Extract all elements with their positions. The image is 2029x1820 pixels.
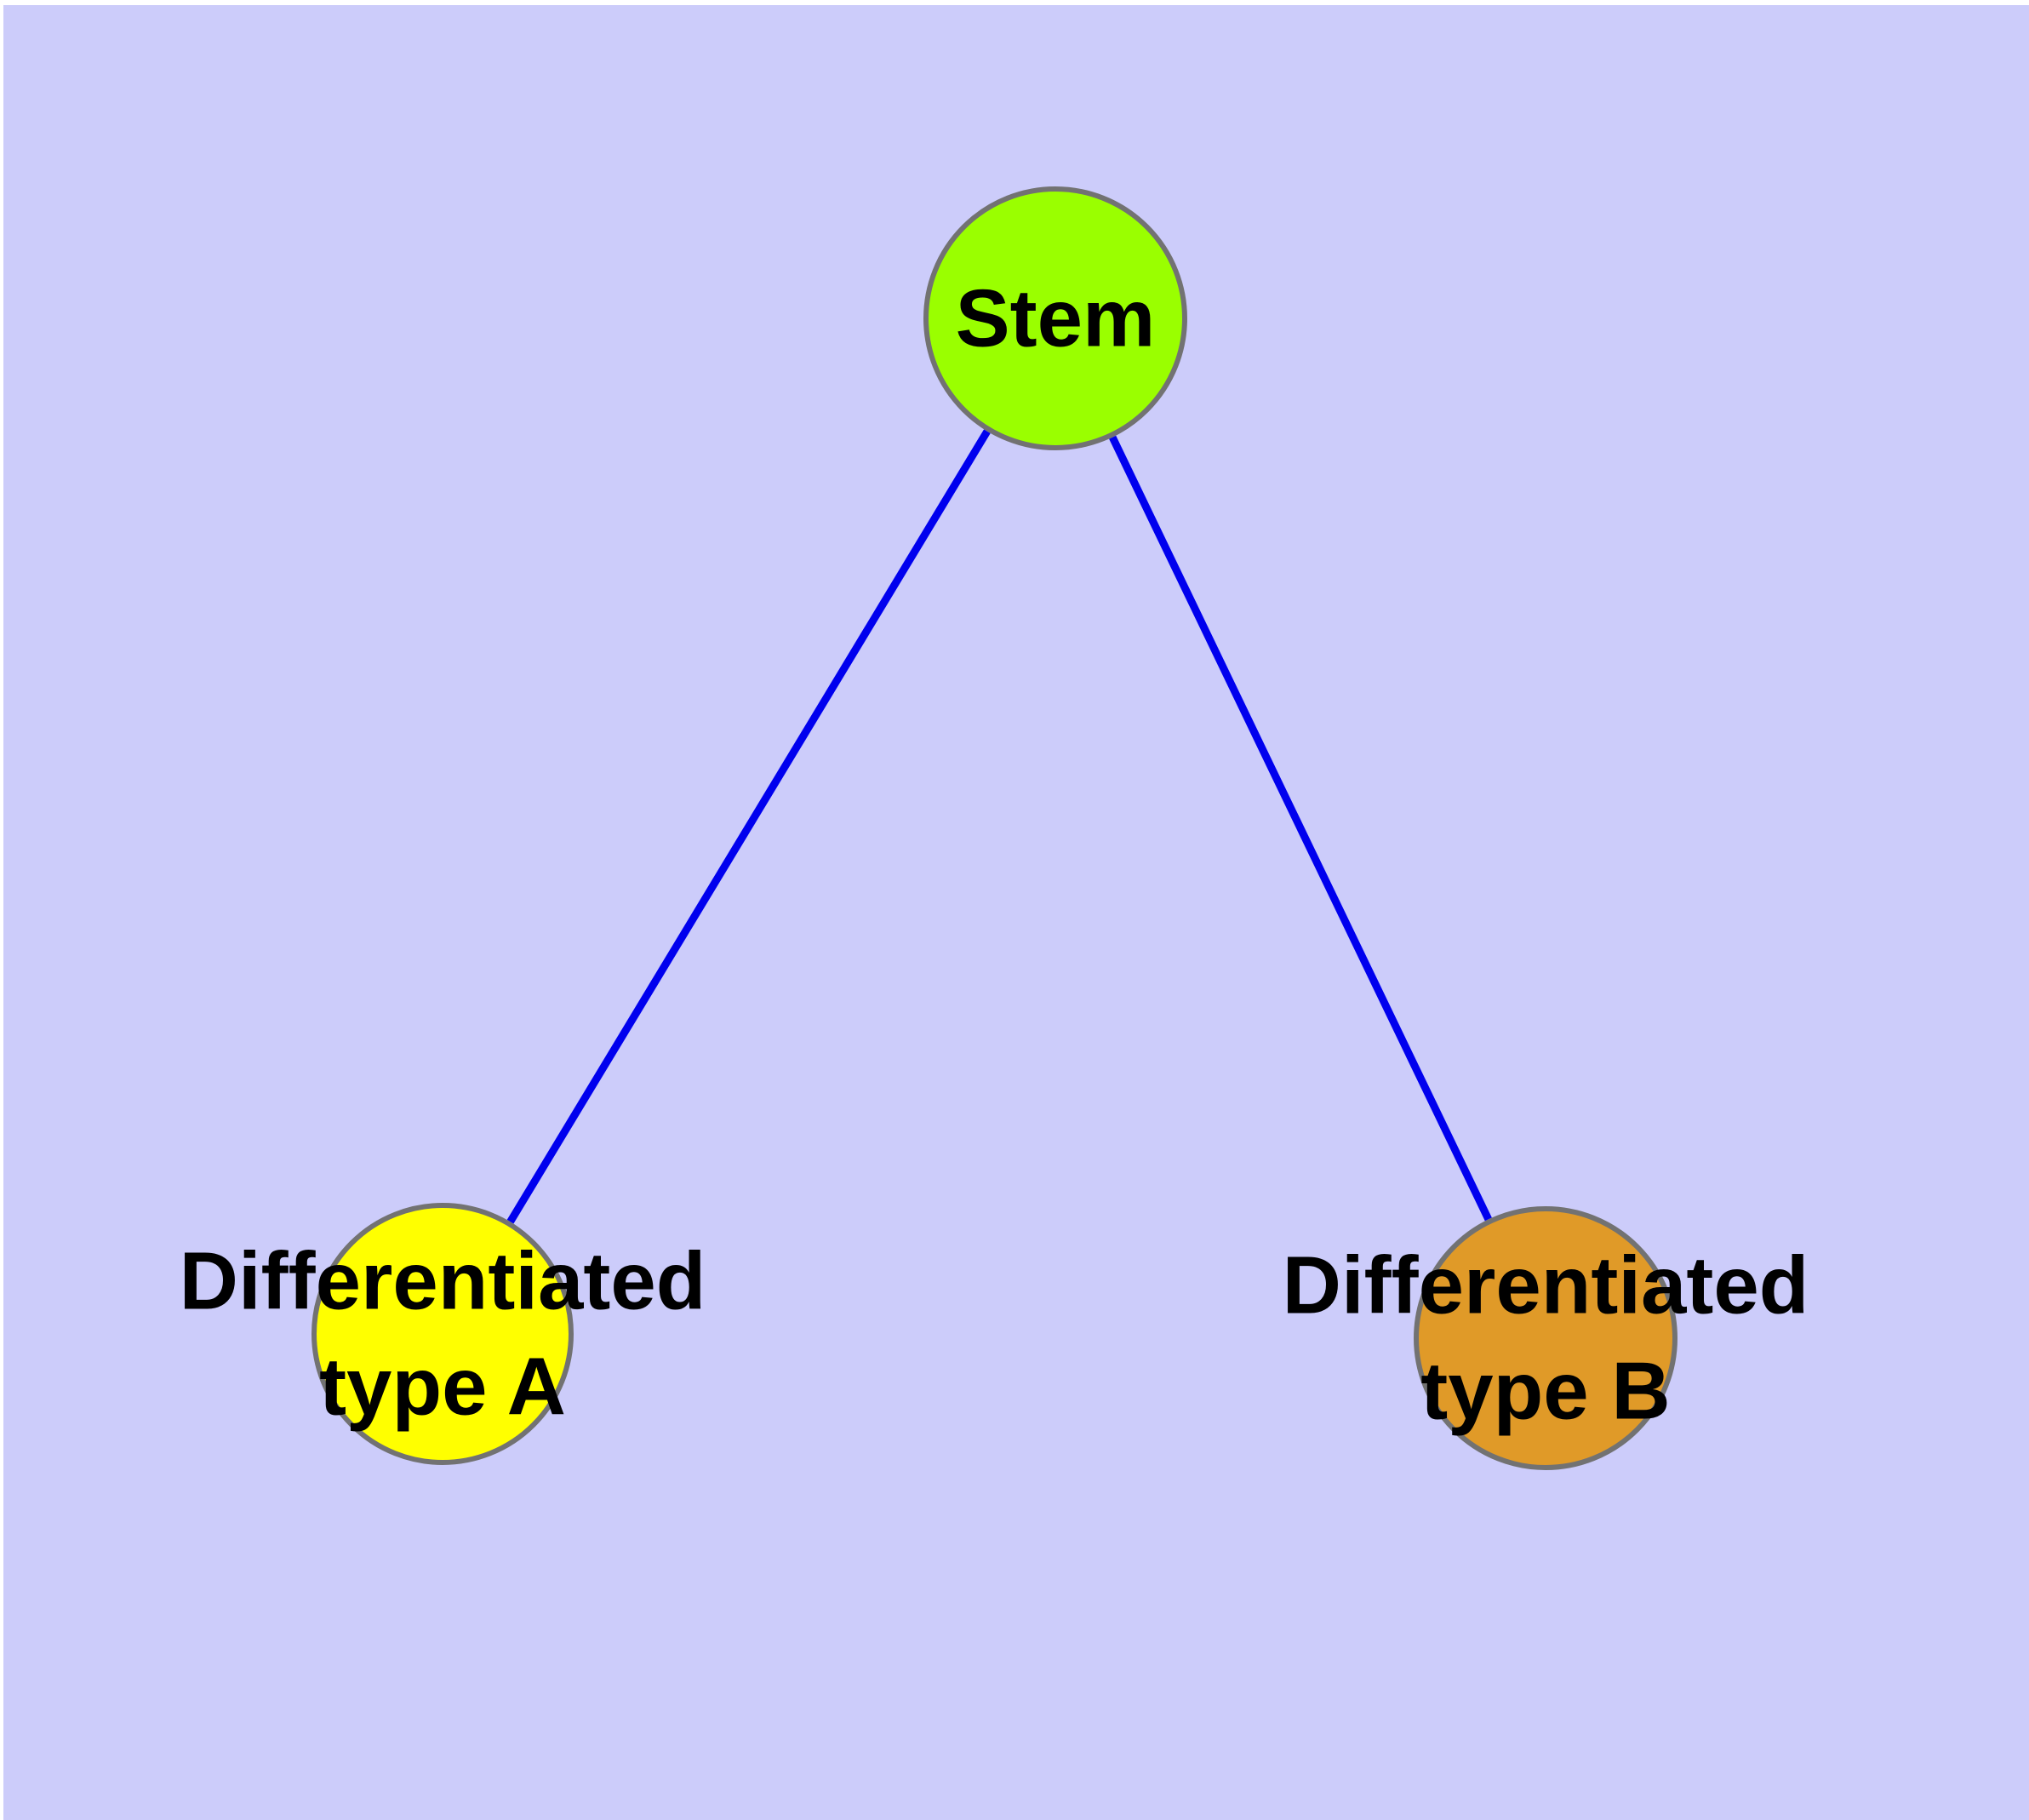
edge-stem-to-differentiated-type-a[interactable]: [506, 429, 991, 1224]
node-label-line: Differentiated: [1283, 1240, 1809, 1331]
edge-stem-to-differentiated-type-b[interactable]: [1109, 435, 1492, 1222]
node-label-line: type A: [319, 1342, 566, 1433]
differentiated-type-b-node-label: Differentiated type B: [1283, 1240, 1809, 1437]
nodes-layer: Stem Differentiated type A Differentiated…: [180, 186, 1809, 1470]
differentiated-type-a-node[interactable]: Differentiated type A: [180, 1203, 706, 1465]
stem-node-circle[interactable]: [923, 186, 1187, 450]
differentiated-type-a-node-circle[interactable]: [311, 1203, 574, 1465]
stem-node[interactable]: Stem: [923, 186, 1187, 450]
differentiated-type-b-node[interactable]: Differentiated type B: [1283, 1206, 1809, 1470]
differentiated-type-b-node-circle[interactable]: [1414, 1206, 1677, 1470]
differentiated-type-a-node-label: Differentiated type A: [180, 1236, 706, 1433]
edges-layer: [506, 429, 1492, 1224]
node-label-line: Differentiated: [180, 1236, 706, 1327]
node-label-line: Stem: [956, 273, 1156, 364]
node-label-line: type B: [1420, 1346, 1670, 1437]
stem-node-label: Stem: [956, 273, 1156, 364]
